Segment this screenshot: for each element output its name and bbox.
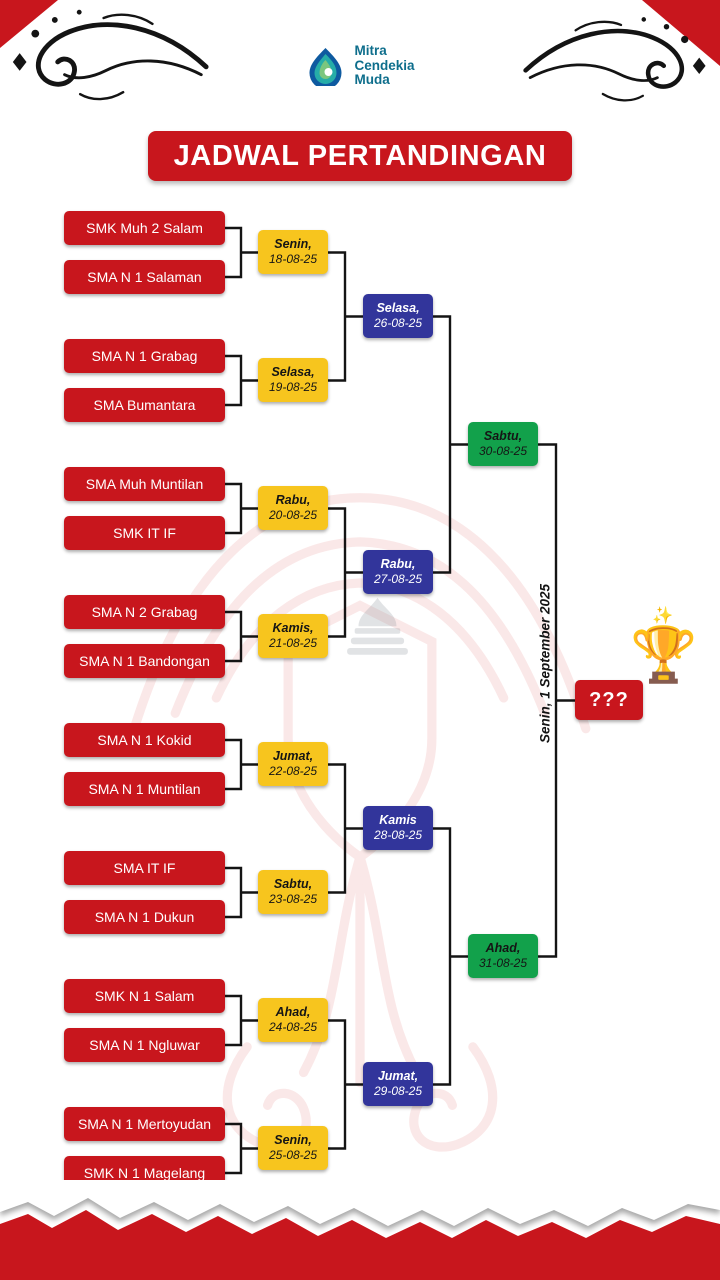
match-date: 29-08-25	[373, 1084, 423, 1099]
team-box-12: SMA N 1 Dukun	[64, 900, 225, 934]
match-day: Kamis,	[272, 621, 314, 636]
match-day: Sabtu,	[483, 429, 523, 444]
champion-placeholder-box: ???	[575, 680, 643, 720]
team-box-10: SMA N 1 Muntilan	[64, 772, 225, 806]
match-semifinal-1: Sabtu, 30-08-25	[468, 422, 538, 466]
corner-accent-top-left	[0, 0, 58, 48]
match-round2-3: Kamis 28-08-25	[363, 806, 433, 850]
match-day: Selasa,	[376, 301, 420, 316]
match-round1-2: Selasa, 19-08-25	[258, 358, 328, 402]
brand-word-1: Mitra	[354, 43, 387, 58]
corner-accent-top-right	[642, 0, 720, 66]
match-day: Selasa,	[271, 365, 315, 380]
match-day: Rabu,	[380, 557, 416, 572]
page-title: JADWAL PERTANDINGAN	[173, 139, 547, 172]
team-box-14: SMA N 1 Ngluwar	[64, 1028, 225, 1062]
flourish-ornament-left	[12, 9, 209, 101]
match-date: 22-08-25	[268, 764, 318, 779]
match-day: Jumat,	[377, 1069, 419, 1084]
match-day: Senin,	[274, 1133, 312, 1148]
match-day: Senin,	[274, 237, 312, 252]
team-box-11: SMA IT IF	[64, 851, 225, 885]
team-box-9: SMA N 1 Kokid	[64, 723, 225, 757]
match-round1-4: Kamis, 21-08-25	[258, 614, 328, 658]
match-date: 18-08-25	[268, 252, 318, 267]
team-box-2: SMA N 1 Salaman	[64, 260, 225, 294]
trophy-icon: 🏆	[630, 625, 698, 685]
match-date: 27-08-25	[373, 572, 423, 587]
match-round1-6: Sabtu, 23-08-25	[258, 870, 328, 914]
match-day: Ahad,	[485, 941, 521, 956]
team-box-3: SMA N 1 Grabag	[64, 339, 225, 373]
match-day: Sabtu,	[273, 877, 313, 892]
match-round2-2: Rabu, 27-08-25	[363, 550, 433, 594]
match-date: 23-08-25	[268, 892, 318, 907]
team-box-5: SMA Muh Muntilan	[64, 467, 225, 501]
sparkles-icon: ✨	[652, 606, 674, 625]
grey-emblem-watermark	[347, 597, 408, 655]
match-day: Ahad,	[275, 1005, 311, 1020]
match-round1-1: Senin, 18-08-25	[258, 230, 328, 274]
match-round2-1: Selasa, 26-08-25	[363, 294, 433, 338]
brand-logo-text: Mitra Cendekia Muda	[354, 43, 415, 88]
match-day: Rabu,	[275, 493, 311, 508]
team-box-7: SMA N 2 Grabag	[64, 595, 225, 629]
match-round1-3: Rabu, 20-08-25	[258, 486, 328, 530]
match-round1-5: Jumat, 22-08-25	[258, 742, 328, 786]
match-date: 31-08-25	[478, 956, 528, 971]
match-day: Kamis	[379, 813, 417, 828]
match-date: 21-08-25	[268, 636, 318, 651]
final-schedule-vertical: Senin, 1 September 2025	[537, 583, 553, 744]
brand-logo: Mitra Cendekia Muda	[305, 43, 415, 88]
team-box-15: SMA N 1 Mertoyudan	[64, 1107, 225, 1141]
match-round2-4: Jumat, 29-08-25	[363, 1062, 433, 1106]
team-box-6: SMK IT IF	[64, 516, 225, 550]
torn-paper-edge	[0, 1180, 720, 1280]
flourish-ornament-right	[523, 17, 706, 102]
match-semifinal-2: Ahad, 31-08-25	[468, 934, 538, 978]
team-box-13: SMK N 1 Salam	[64, 979, 225, 1013]
match-date: 25-08-25	[268, 1148, 318, 1163]
match-date: 30-08-25	[478, 444, 528, 459]
match-date: 26-08-25	[373, 316, 423, 331]
title-banner: JADWAL PERTANDINGAN	[148, 131, 572, 181]
team-box-1: SMK Muh 2 Salam	[64, 211, 225, 245]
match-round1-8: Senin, 25-08-25	[258, 1126, 328, 1170]
team-box-8: SMA N 1 Bandongan	[64, 644, 225, 678]
match-date: 20-08-25	[268, 508, 318, 523]
match-date: 28-08-25	[373, 828, 423, 843]
match-date: 19-08-25	[268, 380, 318, 395]
brand-word-2: Cendekia	[354, 57, 415, 73]
team-box-4: SMA Bumantara	[64, 388, 225, 422]
match-round1-7: Ahad, 24-08-25	[258, 998, 328, 1042]
droplet-swirl-logo-icon	[309, 47, 342, 86]
match-day: Jumat,	[272, 749, 314, 764]
match-date: 24-08-25	[268, 1020, 318, 1035]
brand-word-3: Muda	[354, 72, 390, 88]
